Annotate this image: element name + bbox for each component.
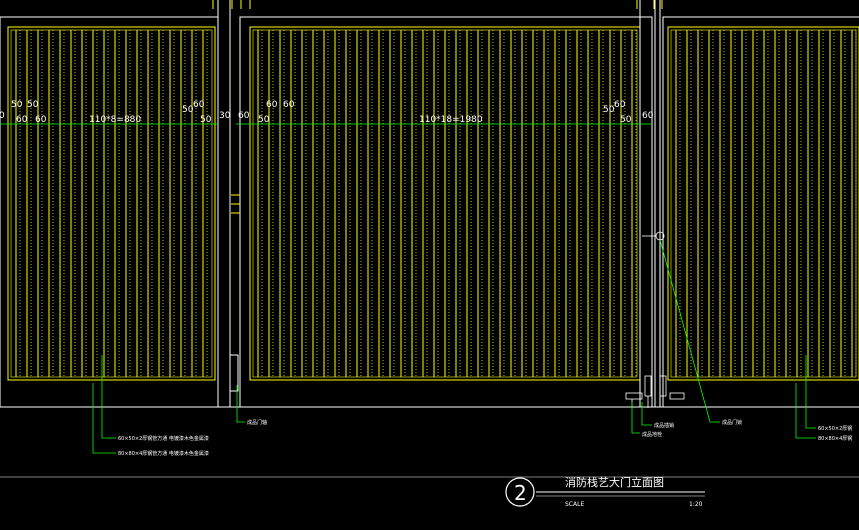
note-pipe-a: 60×50×2厚钢管方通 电镀漆木色金属漆 — [118, 435, 209, 442]
dim-mid-top-1: 60 — [266, 100, 278, 110]
scale-value: 1:20 — [689, 501, 703, 508]
dim-mid-2: 50 — [258, 115, 270, 125]
dim-mid-right-1: 50 — [603, 105, 615, 115]
gate-posts — [217, 0, 661, 407]
dim-left-right-1: 50 — [182, 105, 194, 115]
dim-left-top-1: 50 — [11, 100, 23, 110]
dim-left-right-top: 60 — [193, 100, 205, 110]
dim-left-right-2: 50 — [200, 115, 212, 125]
gate-panels — [0, 16, 859, 408]
note-right-a: 60×50×2厚钢 — [818, 425, 852, 432]
drawing-number-circle — [505, 477, 535, 507]
drawing-number: 2 — [514, 481, 527, 505]
gate-leaf-left-inner-frame — [10, 29, 213, 378]
gate-leaf-right-frame — [667, 26, 859, 381]
title-block: 2 消防栈艺大门立面图 SCALE 1:20 — [505, 475, 705, 508]
dim-mid-1: 60 — [238, 111, 250, 121]
dim-left-bottom-0: 0 — [0, 111, 5, 121]
dim-mid-right-top: 60 — [614, 100, 626, 110]
gate-leaf-left-frame — [7, 26, 216, 381]
drawing-title: 消防栈艺大门立面图 — [565, 475, 664, 489]
scale-label: SCALE — [565, 501, 584, 508]
note-lock: 成品插销 — [654, 422, 674, 429]
leader-lines — [92, 239, 816, 454]
note-bolt: 成品地栓 — [642, 431, 662, 438]
dim-left-bottom-2: 60 — [35, 115, 47, 125]
lock-detail — [625, 231, 685, 408]
dim-left-top-2: 50 — [27, 100, 39, 110]
post-top-marks — [212, 0, 663, 214]
note-handle: 成品门锁 — [722, 419, 742, 426]
dim-mid-center: 110*18=1980 — [419, 115, 483, 125]
note-pipe-b: 80×80×4厚钢管方通 电镀漆木色金属漆 — [118, 450, 209, 457]
dim-mid-right-3: 60 — [642, 111, 654, 121]
dim-mid-right-2: 50 — [620, 115, 632, 125]
dim-mid-0: 30 — [219, 111, 231, 121]
dim-left-bottom-1: 60 — [16, 115, 28, 125]
dim-left-center: 110*8=880 — [89, 115, 141, 125]
dim-mid-top-2: 60 — [283, 100, 295, 110]
note-hinge: 成品门轴 — [247, 419, 267, 426]
note-right-b: 80×80×4厚钢 — [818, 435, 852, 442]
